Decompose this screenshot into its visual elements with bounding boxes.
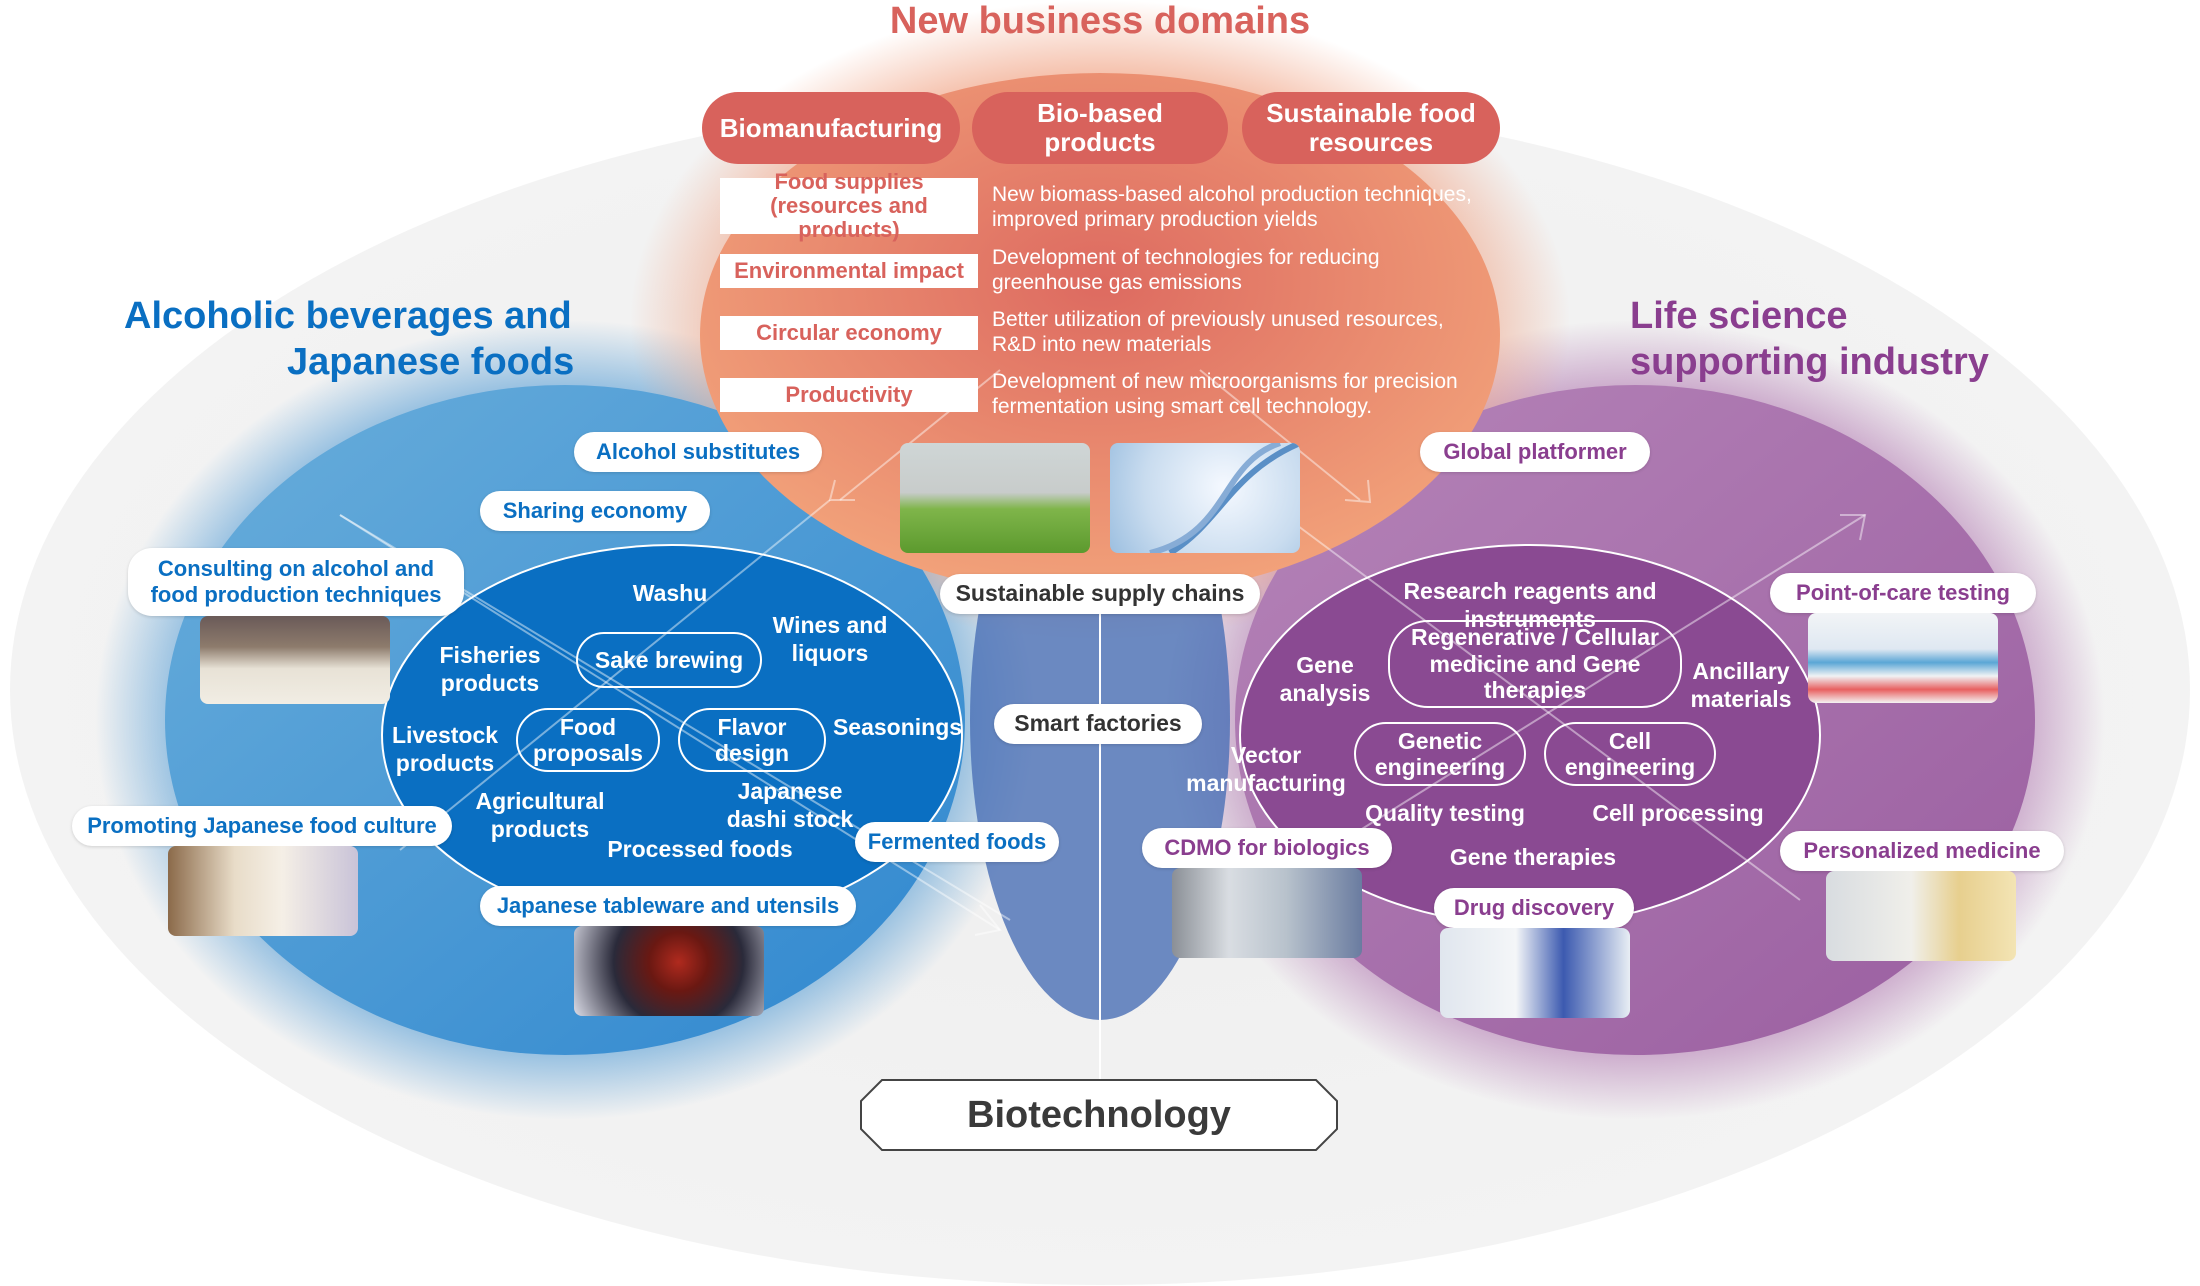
alcohol-title-line2: Japanese foods xyxy=(287,341,575,383)
point-of-care-testing-pill: Point-of-care testing xyxy=(1770,573,2036,613)
consulting-label: Consulting on alcohol and food productio… xyxy=(150,555,442,607)
fisheries-label: Fisheries products xyxy=(439,642,541,696)
lacquer-bowl-photo xyxy=(574,926,764,1016)
regenerative-medicine-oval: Regenerative / Cellular medicine and Gen… xyxy=(1388,620,1682,708)
alcohol-title-line1: Alcoholic beverages and xyxy=(124,295,572,337)
livestock-label: Livestock products xyxy=(391,722,499,776)
fermented-foods-pill: Fermented foods xyxy=(855,822,1059,862)
food-proposals-label: Food proposals xyxy=(533,713,643,766)
row-label-environmental-impact: Environmental impact xyxy=(720,254,978,288)
biomanufacturing-pill: Biomanufacturing xyxy=(702,92,960,164)
washu-label: Washu xyxy=(632,580,708,606)
gene-analysis-label: Gene analysis xyxy=(1279,652,1371,706)
vector-manufacturing-label: Vector manufacturing xyxy=(1186,742,1346,796)
agricultural-label: Agricultural products xyxy=(475,788,605,842)
smart-factories-pill: Smart factories xyxy=(994,704,1202,744)
row-desc-circular-economy: Better utilization of previously unused … xyxy=(992,308,1444,357)
promoting-japanese-food-pill: Promoting Japanese food culture xyxy=(72,806,452,846)
global-platformer-pill: Global platformer xyxy=(1420,432,1650,472)
row-label-circular-economy: Circular economy xyxy=(720,316,978,350)
cdmo-pill: CDMO for biologics xyxy=(1142,828,1392,868)
genetic-engineering-label: Genetic engineering xyxy=(1374,727,1506,780)
row-desc-productivity: Development of new microorganisms for pr… xyxy=(992,370,1458,419)
flavor-design-oval: Flavor design xyxy=(678,708,826,772)
lab-pills-photo xyxy=(1440,928,1630,1018)
row-label-productivity: Productivity xyxy=(720,378,978,412)
dna-helix-photo xyxy=(1110,443,1300,553)
gene-therapies-label: Gene therapies xyxy=(1449,844,1617,870)
cleanroom-photo xyxy=(1172,868,1362,958)
ancillary-materials-label: Ancillary materials xyxy=(1690,658,1792,712)
bio-based-products-pill: Bio-based products xyxy=(972,92,1228,164)
life-science-title-line1: Life science xyxy=(1630,295,1848,337)
dining-couple-photo xyxy=(168,846,358,936)
new-business-domains-title: New business domains xyxy=(889,0,1311,42)
row-desc-food-supplies: New biomass-based alcohol production tec… xyxy=(992,183,1472,232)
biotechnology-label: Biotechnology xyxy=(967,1093,1231,1136)
sustainable-food-resources-label: Sustainable food resources xyxy=(1266,98,1476,157)
test-kits-photo xyxy=(1808,613,1998,703)
biotechnology-octagon xyxy=(860,1079,1338,1151)
alcohol-substitutes-pill: Alcohol substitutes xyxy=(574,432,822,472)
bio-based-products-label: Bio-based products xyxy=(1037,98,1163,157)
drug-discovery-pill: Drug discovery xyxy=(1434,888,1634,928)
row-label-food-supplies: Food supplies (resources and products) xyxy=(720,169,978,242)
regenerative-medicine-label: Regenerative / Cellular medicine and Gen… xyxy=(1411,624,1659,704)
research-reagents-label: Research reagents and instruments xyxy=(1403,578,1657,632)
sustainable-food-resources-pill: Sustainable food resources xyxy=(1242,92,1500,164)
sake-brewing-oval: Sake brewing xyxy=(576,632,762,688)
seasonings-label: Seasonings xyxy=(832,714,963,740)
quality-testing-label: Quality testing xyxy=(1365,800,1525,826)
cell-engineering-label: Cell engineering xyxy=(1564,727,1696,780)
personalized-medicine-pill: Personalized medicine xyxy=(1780,831,2064,871)
life-science-title-line2: supporting industry xyxy=(1630,341,1989,383)
cell-engineering-oval: Cell engineering xyxy=(1544,722,1716,786)
japanese-tableware-pill: Japanese tableware and utensils xyxy=(480,886,856,926)
flavor-design-label: Flavor design xyxy=(714,713,790,766)
vertical-farm-photo xyxy=(900,443,1090,553)
row-label-food-supplies-text: Food supplies (resources and products) xyxy=(770,168,928,243)
rice-koji-photo xyxy=(200,616,390,704)
sharing-economy-pill: Sharing economy xyxy=(480,491,710,531)
genetic-engineering-oval: Genetic engineering xyxy=(1354,722,1526,786)
pharmacy-photo xyxy=(1826,871,2016,961)
dashi-label: Japanese dashi stock xyxy=(726,778,854,832)
row-desc-environmental-impact: Development of technologies for reducing… xyxy=(992,246,1380,295)
food-proposals-oval: Food proposals xyxy=(516,708,660,772)
processed-foods-label: Processed foods xyxy=(607,836,793,862)
dna-icon xyxy=(1149,443,1300,553)
sustainable-supply-chains-pill: Sustainable supply chains xyxy=(940,574,1260,614)
wines-liquors-label: Wines and liquors xyxy=(772,612,888,666)
consulting-pill: Consulting on alcohol and food productio… xyxy=(128,548,464,616)
cell-processing-label: Cell processing xyxy=(1592,800,1764,826)
